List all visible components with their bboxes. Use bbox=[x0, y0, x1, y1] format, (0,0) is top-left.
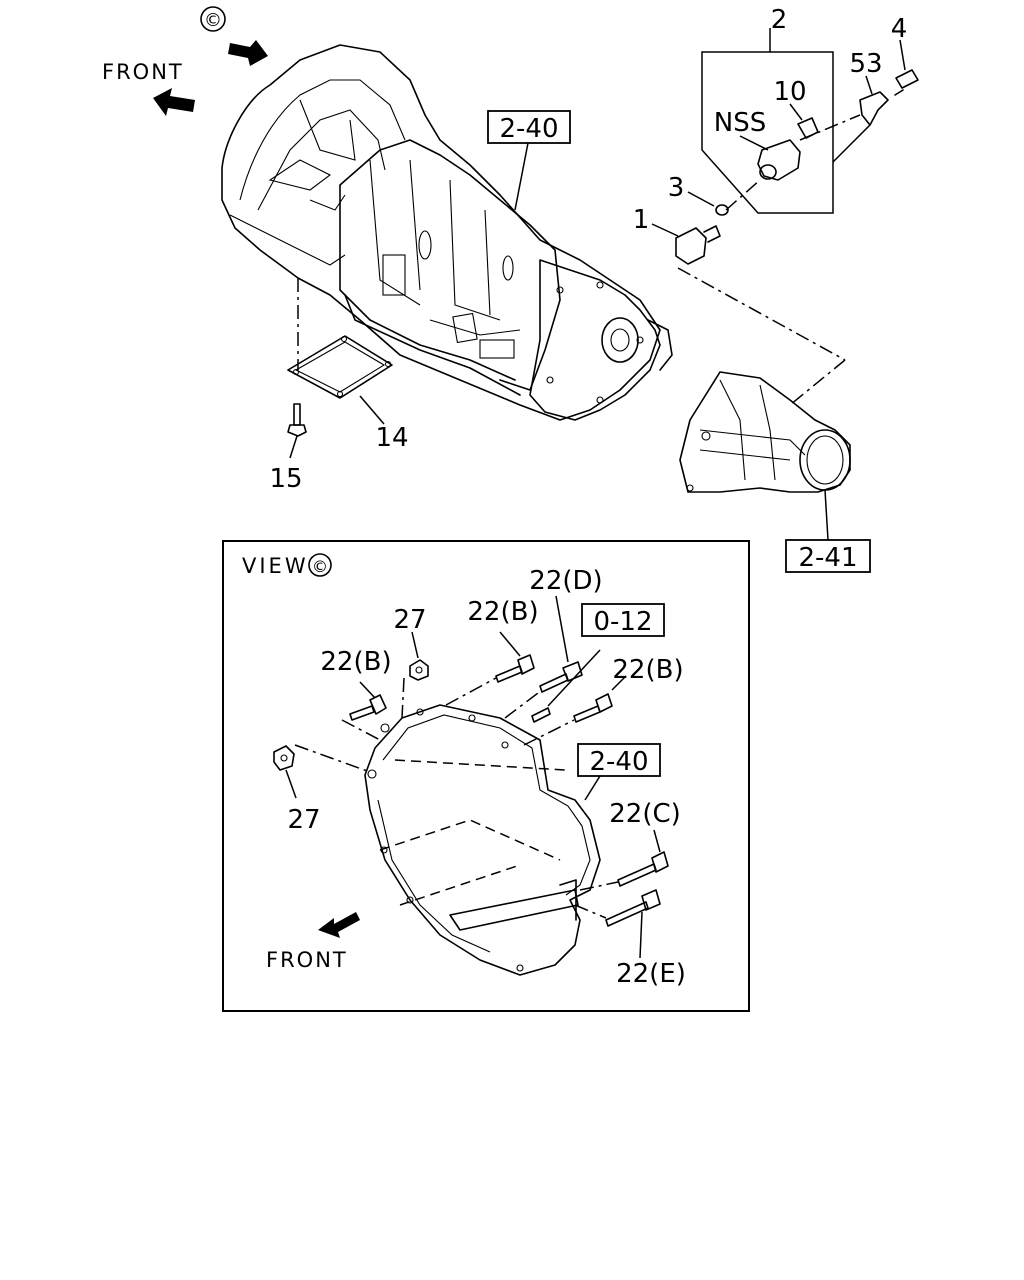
label-27-left: 27 bbox=[287, 805, 320, 835]
view-direction-arrow-icon bbox=[228, 40, 268, 66]
extension-housing bbox=[679, 371, 851, 493]
ref-0-12: 0-12 bbox=[581, 603, 665, 637]
front-label-bottom: FRONT bbox=[266, 948, 348, 972]
nss-sensor bbox=[739, 135, 801, 181]
view-c-panel bbox=[222, 540, 750, 1012]
part-53-clip bbox=[859, 75, 889, 126]
bolt-22c bbox=[617, 829, 669, 887]
bolt-22e bbox=[605, 889, 661, 959]
label-part-4: 4 bbox=[891, 14, 908, 44]
nut-27-top bbox=[409, 631, 429, 681]
sensor-group-bracket bbox=[701, 28, 834, 214]
svg-text:2-40: 2-40 bbox=[499, 114, 558, 144]
bolt-22b-mid bbox=[495, 631, 535, 683]
front-arrow-icon bbox=[153, 88, 195, 116]
svg-text:2-41: 2-41 bbox=[798, 543, 857, 573]
label-part-1: 1 bbox=[633, 205, 650, 235]
front-label-top: FRONT bbox=[102, 60, 184, 84]
dowel-pin-0-12 bbox=[531, 707, 551, 723]
label-part-15: 15 bbox=[269, 464, 302, 494]
front-arrow-bottom-icon bbox=[318, 912, 360, 938]
part-15-bolt bbox=[287, 403, 307, 459]
svg-text:©: © bbox=[312, 557, 328, 576]
part-3-oring bbox=[687, 191, 729, 216]
view-c-title: VIEW © bbox=[242, 553, 332, 578]
label-part-53: 53 bbox=[849, 49, 882, 79]
label-part-2: 2 bbox=[771, 5, 788, 35]
label-22b-left: 22(B) bbox=[320, 647, 391, 677]
label-22e: 22(E) bbox=[616, 959, 686, 989]
part-10-cap bbox=[789, 103, 819, 139]
part-4-bolt bbox=[894, 39, 919, 96]
label-part-14: 14 bbox=[375, 423, 408, 453]
label-part-10: 10 bbox=[773, 77, 806, 107]
nut-27-left bbox=[273, 745, 297, 799]
label-part-nss: NSS bbox=[714, 108, 766, 138]
label-22c: 22(C) bbox=[609, 799, 681, 829]
view-c-marker: © bbox=[200, 6, 226, 32]
svg-text:©: © bbox=[204, 10, 222, 31]
label-22d: 22(D) bbox=[529, 566, 602, 596]
part-1-gear bbox=[651, 223, 721, 265]
ref-2-41: 2-41 bbox=[785, 489, 871, 573]
ref-2-40-top: 2-40 bbox=[487, 110, 571, 211]
transmission-assembly bbox=[221, 44, 673, 421]
label-22b-right: 22(B) bbox=[612, 655, 683, 685]
label-22b-mid: 22(B) bbox=[467, 597, 538, 627]
ref-2-40-view: 2-40 bbox=[577, 743, 661, 801]
bolt-22b-right bbox=[573, 675, 627, 723]
label-part-3: 3 bbox=[668, 173, 685, 203]
svg-text:VIEW: VIEW bbox=[242, 554, 309, 578]
converter-housing bbox=[364, 704, 601, 976]
svg-text:0-12: 0-12 bbox=[593, 607, 652, 637]
svg-text:2-40: 2-40 bbox=[589, 747, 648, 777]
pan-gasket-14 bbox=[287, 278, 393, 425]
bolt-22d bbox=[539, 595, 583, 693]
label-27-top: 27 bbox=[393, 605, 426, 635]
bolt-22b-left bbox=[349, 681, 387, 721]
